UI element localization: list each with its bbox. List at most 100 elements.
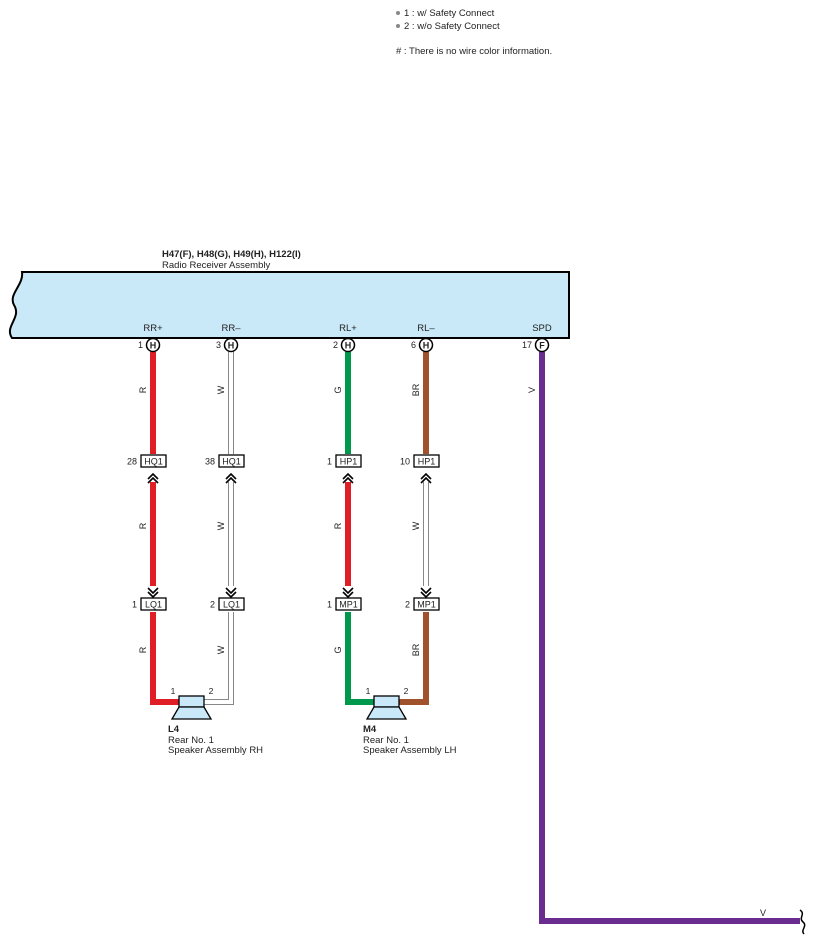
pin-number: 6 (411, 340, 416, 350)
pin-circle-icon (145, 337, 161, 353)
pin-number: 2 (333, 340, 338, 350)
connector-box (335, 597, 362, 611)
connector-chevron-down-icon (225, 587, 237, 598)
wire-color-label: W (216, 521, 226, 530)
connector-pin-number: 1 (132, 600, 137, 610)
wire-color-label: G (333, 646, 343, 653)
pin-label: SPD (532, 323, 552, 334)
wire-color-label: R (333, 522, 343, 529)
connector-pin-number: 2 (210, 600, 215, 610)
connector-box (413, 454, 440, 468)
speaker-icon (178, 695, 205, 708)
note-text: 1 : w/ Safety Connect (404, 8, 495, 19)
wire-color-label: V (760, 908, 766, 918)
speaker-pin: 2 (404, 686, 409, 696)
radio-pins: RR+ RR– RL+ RL– SPD 1 3 2 6 17 H H H H F (138, 323, 552, 353)
connector-chevron-up-icon (420, 473, 432, 484)
connector-box (413, 597, 440, 611)
speaker-pin: 2 (209, 686, 214, 696)
connectors-low: LQ1 LQ1 MP1 MP1 1 2 1 2 (132, 587, 440, 611)
connector-chevron-up-icon (342, 473, 354, 484)
speaker-code: M4 (363, 724, 377, 735)
speaker-icon (373, 695, 400, 708)
connector-label: HP1 (340, 457, 358, 467)
wire-color-label: W (216, 645, 226, 654)
connector-label: HQ1 (222, 457, 241, 467)
pin-connector-letter: H (423, 341, 430, 351)
connector-label: HP1 (418, 457, 436, 467)
radio-receiver-block (9, 271, 570, 339)
connector-pin-number: 10 (400, 457, 410, 467)
connector-label: HQ1 (144, 457, 163, 467)
connector-pin-number: 1 (327, 457, 332, 467)
wire-rr-plus-lower (150, 612, 180, 705)
wire-color-label: BR (411, 643, 421, 656)
connector-pin-number: 38 (205, 457, 215, 467)
wire-color-label: W (216, 385, 226, 394)
wire-color-label: R (138, 522, 148, 529)
connector-chevron-up-icon (147, 473, 159, 484)
connector-box (335, 454, 362, 468)
bullet-icon (396, 24, 400, 29)
wire-color-label: R (138, 646, 148, 653)
wire-color-label: W (411, 521, 421, 530)
pin-circle-icon (223, 337, 239, 353)
wire-color-label: G (333, 386, 343, 393)
connector-chevron-down-icon (420, 587, 432, 598)
connector-box (218, 597, 245, 611)
connector-chevron-down-icon (342, 587, 354, 598)
connector-box (140, 597, 167, 611)
pin-number: 1 (138, 340, 143, 350)
note-text: 2 : w/o Safety Connect (404, 21, 500, 32)
connector-pin-number: 2 (405, 600, 410, 610)
radio-name: Radio Receiver Assembly (162, 260, 270, 271)
pin-circle-icon (418, 337, 434, 353)
connector-label: LQ1 (145, 600, 162, 610)
note-no-safety-connect: 2 : w/o Safety Connect (396, 21, 500, 32)
speaker-name: Speaker Assembly RH (168, 745, 263, 756)
wire-group (150, 352, 806, 935)
pin-number: 3 (216, 340, 221, 350)
speaker-rh: 1 2 L4 Rear No. 1 Speaker Assembly RH (168, 686, 263, 756)
connector-label: LQ1 (223, 600, 240, 610)
pin-label: RL– (417, 323, 435, 334)
speaker-cone-icon (170, 706, 213, 720)
speaker-cone-icon (365, 706, 408, 720)
connector-label: MP1 (339, 600, 358, 610)
radio-codes: H47(F), H48(G), H49(H), H122(I) (162, 249, 301, 260)
pin-circle-icon (534, 337, 550, 353)
wire-color-label: V (527, 387, 537, 393)
speaker-pin: 1 (366, 686, 371, 696)
wire-spd (539, 352, 800, 924)
connector-pin-number: 1 (327, 600, 332, 610)
pin-label: RR– (221, 323, 241, 334)
pin-connector-letter: H (345, 341, 352, 351)
connector-box (140, 454, 167, 468)
bullet-icon (396, 11, 400, 16)
connector-label: MP1 (417, 600, 436, 610)
pin-label: RL+ (339, 323, 357, 334)
wire-rl-plus-lower (345, 612, 375, 705)
wire-rr-minus-lower (203, 612, 234, 705)
wire-color-label: R (138, 386, 148, 393)
pin-connector-letter: F (539, 341, 545, 351)
speaker-name: Speaker Assembly LH (363, 745, 457, 756)
connector-pin-number: 28 (127, 457, 137, 467)
connector-chevron-down-icon (147, 587, 159, 598)
wire-rl-minus-lower (398, 612, 429, 705)
note-safety-connect: 1 : w/ Safety Connect (396, 8, 494, 19)
speaker-name: Rear No. 1 (168, 735, 214, 746)
speaker-pin: 1 (171, 686, 176, 696)
wire-color-label: BR (411, 383, 421, 396)
wire-color-labels: R W G BR V R W R W R W G BR V (138, 383, 766, 918)
pin-circle-icon (340, 337, 356, 353)
connectors-mid: HQ1 HQ1 HP1 HP1 28 38 1 10 (127, 454, 440, 484)
pin-label: RR+ (143, 323, 163, 334)
pin-number: 17 (522, 340, 532, 350)
connector-chevron-up-icon (225, 473, 237, 484)
speaker-lh: 1 2 M4 Rear No. 1 Speaker Assembly LH (363, 686, 457, 756)
note-wire-color: # : There is no wire color information. (396, 46, 553, 57)
pin-connector-letter: H (228, 341, 235, 351)
speaker-code: L4 (168, 724, 180, 735)
